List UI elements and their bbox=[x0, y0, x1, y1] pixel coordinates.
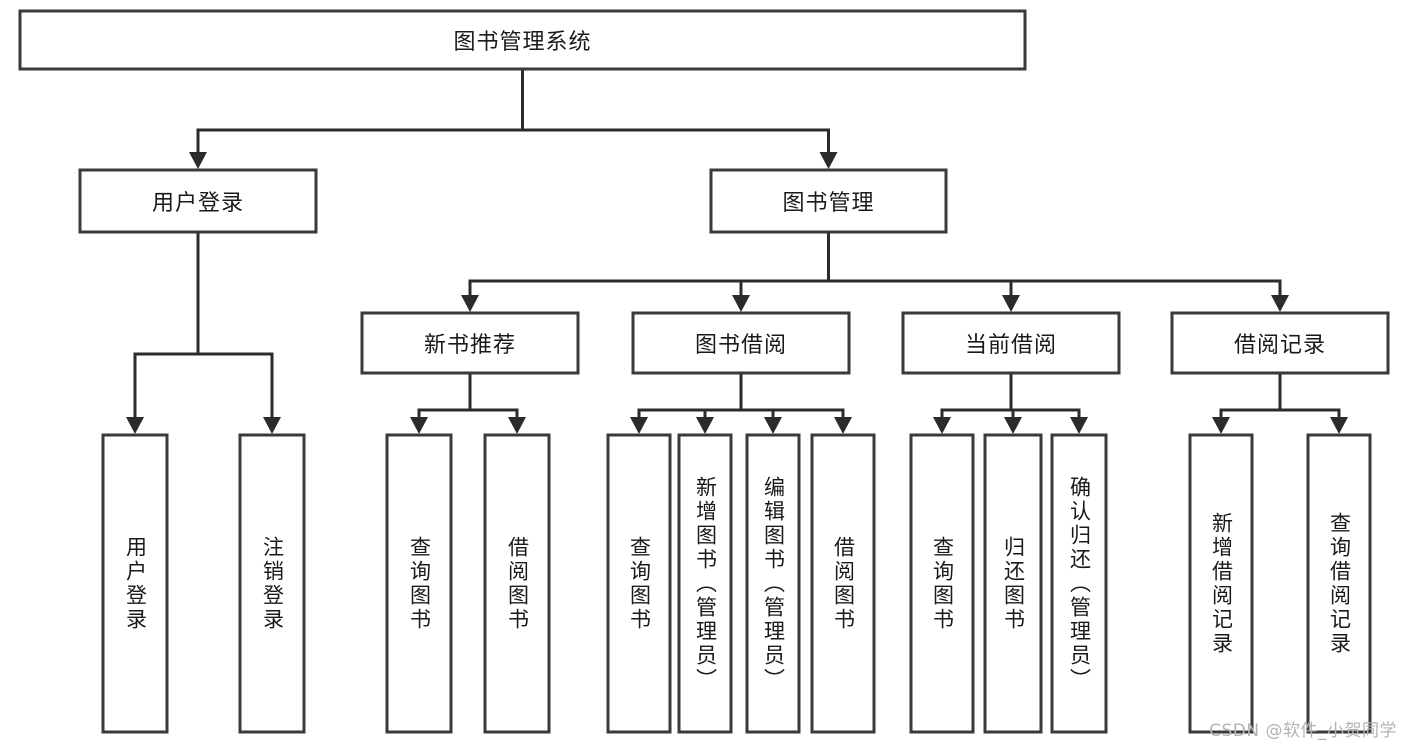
node-box-root[interactable] bbox=[18, 9, 1027, 71]
arrow-head bbox=[1002, 295, 1020, 312]
connector-group-book-borrow bbox=[630, 371, 852, 434]
node-box-leaf-borrow-book[interactable] bbox=[810, 433, 876, 734]
node-box-user-login[interactable] bbox=[78, 168, 318, 234]
connector-group-root bbox=[189, 67, 838, 169]
node-box-leaf-add-book[interactable] bbox=[677, 433, 733, 734]
connector-group-borrow-record bbox=[1212, 371, 1348, 434]
node-box-new-book-rec[interactable] bbox=[360, 311, 580, 375]
arrow-head bbox=[1271, 295, 1289, 312]
node-box-book-borrow[interactable] bbox=[631, 311, 851, 375]
arrow-head bbox=[126, 417, 144, 434]
node-box-book-manage[interactable] bbox=[709, 168, 948, 234]
arrow-head bbox=[630, 417, 648, 434]
node-box-leaf-borrow-book-rec[interactable] bbox=[483, 433, 551, 734]
arrow-head bbox=[1330, 417, 1348, 434]
arrow-head bbox=[1070, 417, 1088, 434]
connector-group-new-book-rec bbox=[410, 371, 526, 434]
arrow-head bbox=[1212, 417, 1230, 434]
arrow-head bbox=[834, 417, 852, 434]
arrow-head bbox=[696, 417, 714, 434]
node-box-leaf-add-record[interactable] bbox=[1188, 433, 1254, 734]
connector-group-user-login bbox=[126, 230, 281, 434]
connector-group-current-borrow bbox=[933, 371, 1088, 434]
node-box-leaf-user-login[interactable] bbox=[101, 433, 169, 734]
node-box-leaf-return-book[interactable] bbox=[983, 433, 1043, 734]
node-box-leaf-query-book-borrow[interactable] bbox=[606, 433, 672, 734]
node-box-borrow-record[interactable] bbox=[1170, 311, 1390, 375]
connector-group-book-manage bbox=[461, 230, 1289, 312]
node-box-leaf-confirm-return[interactable] bbox=[1050, 433, 1108, 734]
node-box-leaf-query-book-cur[interactable] bbox=[909, 433, 975, 734]
arrow-head bbox=[1004, 417, 1022, 434]
arrow-head bbox=[508, 417, 526, 434]
arrow-head bbox=[819, 152, 838, 169]
arrow-head bbox=[263, 417, 281, 434]
arrow-head bbox=[933, 417, 951, 434]
arrow-head bbox=[732, 295, 750, 312]
node-box-current-borrow[interactable] bbox=[901, 311, 1121, 375]
arrow-head bbox=[461, 295, 479, 312]
node-box-leaf-query-book-rec[interactable] bbox=[385, 433, 453, 734]
arrow-head bbox=[764, 417, 782, 434]
arrow-head bbox=[410, 417, 428, 434]
arrow-head bbox=[189, 152, 207, 169]
node-box-leaf-edit-book[interactable] bbox=[745, 433, 801, 734]
node-box-leaf-query-record[interactable] bbox=[1306, 433, 1372, 734]
node-box-leaf-logout[interactable] bbox=[238, 433, 306, 734]
